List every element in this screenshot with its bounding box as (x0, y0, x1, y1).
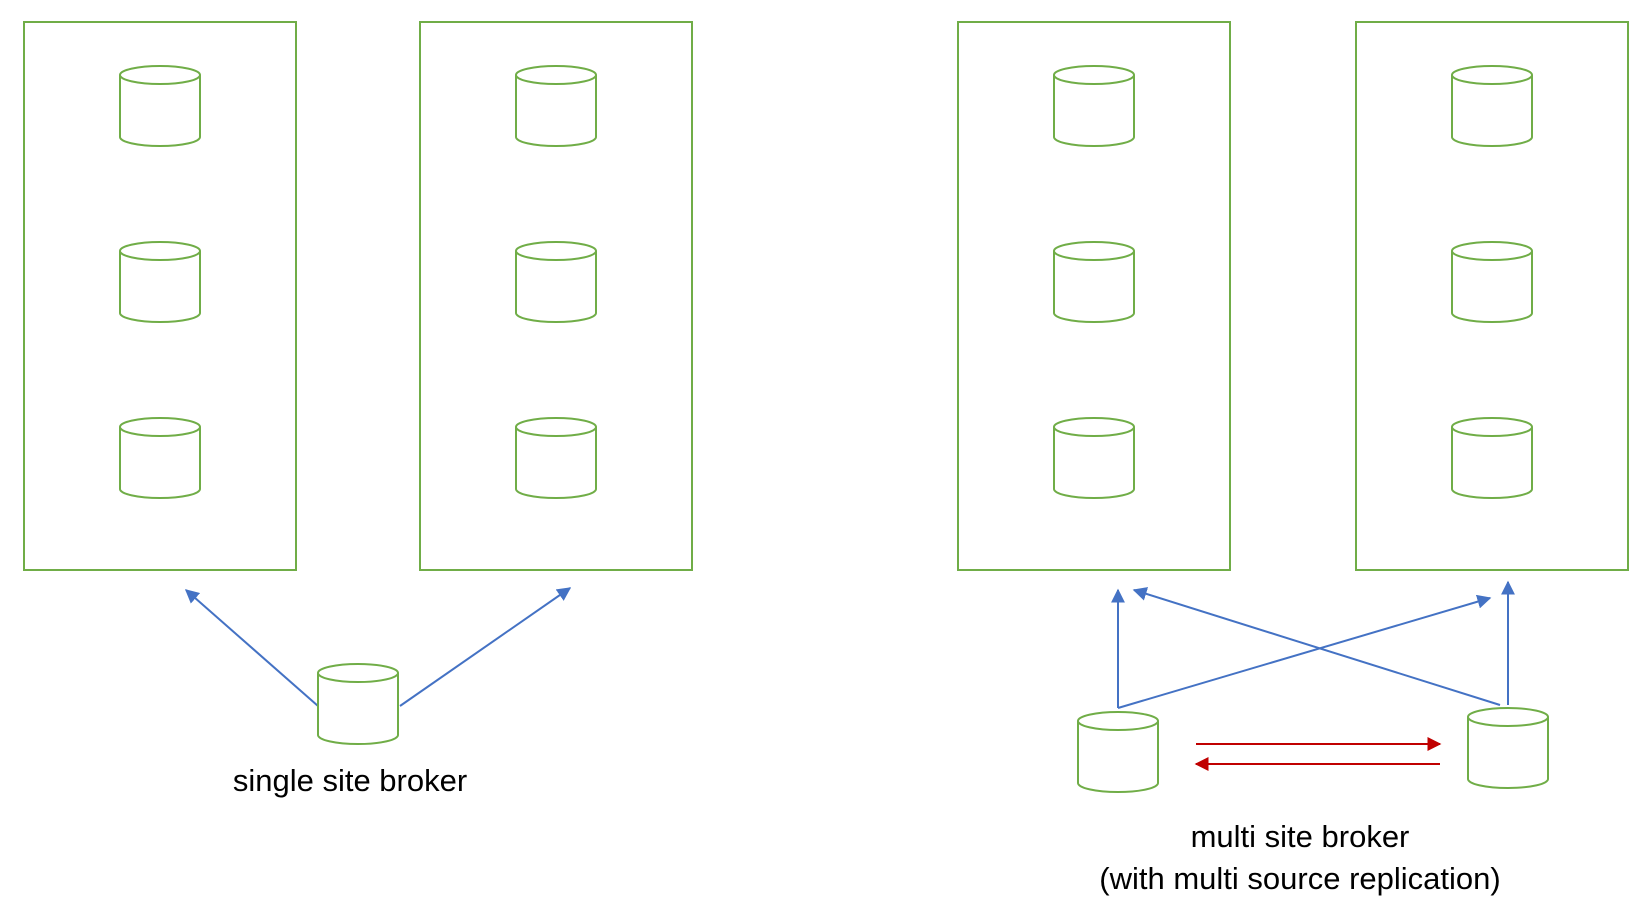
database-icon-top (1451, 417, 1533, 437)
broker-b-to-site-3-arrow (1132, 587, 1501, 706)
site-3-database-3 (1053, 417, 1135, 499)
database-icon-top (1451, 65, 1533, 85)
database-icon (1053, 427, 1135, 499)
database-icon (515, 75, 597, 147)
caption-multi-line-1: multi site broker (1190, 819, 1410, 854)
site-2-database-1 (515, 65, 597, 147)
database-icon (515, 251, 597, 323)
database-icon (1451, 251, 1533, 323)
database-icon (317, 673, 399, 745)
database-icon (515, 427, 597, 499)
database-icon-top (515, 65, 597, 85)
database-icon-top (1053, 241, 1135, 261)
broker-to-site-1-arrow (184, 589, 319, 707)
database-icon-top (1467, 707, 1549, 727)
site-2-database-2 (515, 241, 597, 323)
site-2-database-3 (515, 417, 597, 499)
site-4-database-2 (1451, 241, 1533, 323)
database-icon (1053, 251, 1135, 323)
database-icon-top (515, 241, 597, 261)
database-icon-top (1451, 241, 1533, 261)
site-4-database-1 (1451, 65, 1533, 147)
database-icon-top (317, 663, 399, 683)
database-icon (1053, 75, 1135, 147)
multi-site-broker-a-database (1077, 711, 1159, 793)
database-icon-top (1053, 417, 1135, 437)
database-icon-top (119, 241, 201, 261)
database-icon (1467, 717, 1549, 789)
site-1-database-2 (119, 241, 201, 323)
multi-site-broker-b-database (1467, 707, 1549, 789)
database-icon (119, 427, 201, 499)
database-icon (1451, 427, 1533, 499)
caption-single-site-broker: single site broker (232, 763, 468, 798)
site-3-database-2 (1053, 241, 1135, 323)
database-icon (119, 251, 201, 323)
database-icon-top (119, 65, 201, 85)
site-4-database-3 (1451, 417, 1533, 499)
database-icon (119, 75, 201, 147)
database-layer (119, 65, 1549, 793)
database-icon-top (1053, 65, 1135, 85)
caption-multi-line-2: (with multi source replication) (1099, 861, 1501, 896)
database-icon-top (1077, 711, 1159, 731)
site-1-database-3 (119, 417, 201, 499)
site-3-database-1 (1053, 65, 1135, 147)
site-1-database-1 (119, 65, 201, 147)
database-icon (1077, 721, 1159, 793)
broker-a-to-site-4-arrow (1117, 594, 1492, 709)
single-site-broker-database (317, 663, 399, 745)
caption-multi-site-broker: multi site broker (with multi source rep… (1055, 816, 1545, 900)
broker-to-site-2-arrow (399, 587, 572, 707)
database-icon (1451, 75, 1533, 147)
database-icon-top (119, 417, 201, 437)
database-icon-top (515, 417, 597, 437)
